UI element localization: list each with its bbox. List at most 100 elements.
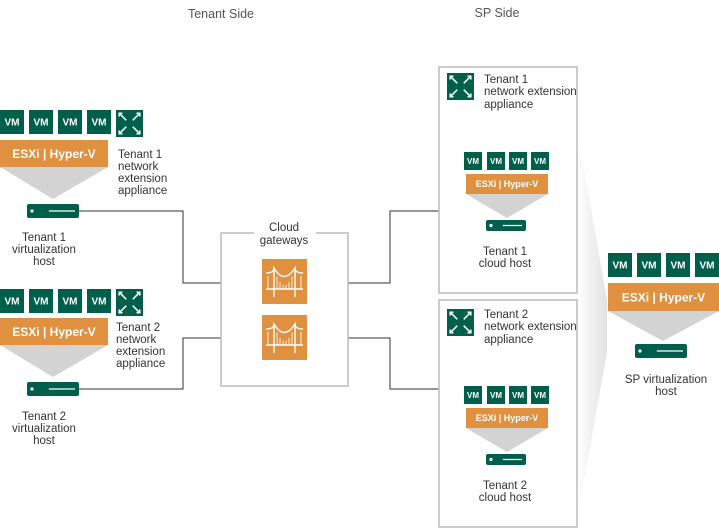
esxi-hyper-v-bar: ESXi | Hyper-V [466, 408, 548, 428]
vm-icon: VM [87, 110, 111, 134]
sp-host-vm-row: VM VM VM VM [608, 253, 719, 277]
server-icon [486, 220, 526, 231]
vm-label: VM [490, 391, 502, 400]
tenant1-host-group: VM VM VM VM ESXi | Hyper-V Tenant 1 netw… [0, 110, 167, 268]
network-extension-icon [116, 110, 143, 137]
vm-label: VM [512, 391, 524, 400]
vm-icon: VM [637, 253, 661, 277]
server-icon [27, 204, 79, 218]
tenant2-funnel [0, 345, 108, 377]
tenant2-appliance-label-line3: extension [116, 346, 165, 358]
vm-label: VM [700, 261, 715, 272]
vm-label: VM [467, 157, 479, 166]
sp-tenant1-cloud-host: Tenant 1 network extension appliance VM … [438, 66, 578, 294]
vm-icon: VM [487, 152, 505, 170]
vm-icon: VM [464, 152, 482, 170]
tenant1-appliance-label-line4: appliance [118, 185, 167, 197]
vm-label: VM [490, 157, 502, 166]
sp-tenant1-host-label-line1: Tenant 1 [483, 246, 527, 258]
esxi-hyper-v-bar: ESXi | Hyper-V [466, 174, 548, 194]
vm-label: VM [5, 118, 20, 129]
esxi-hyper-v-bar: ESXi | Hyper-V [0, 140, 108, 167]
vm-icon: VM [695, 253, 719, 277]
vm-label: VM [613, 261, 628, 272]
vm-label: VM [467, 391, 479, 400]
sp-host-small-funnel [608, 311, 719, 341]
sp-tenant1-vm-row: VM VM VM VM [464, 152, 549, 170]
vm-label: VM [512, 157, 524, 166]
vm-label: VM [63, 118, 78, 129]
tenant2-host-label-line1: Tenant 2 [22, 411, 66, 423]
tenant2-appliance-label-line4: appliance [116, 358, 165, 370]
server-icon [27, 382, 79, 396]
cloud-gateways-label-line2: gateways [260, 235, 309, 247]
vm-label: VM [534, 157, 546, 166]
sp-tenant2-vm-row: VM VM VM VM [464, 386, 549, 404]
sp-tenant2-appliance-label-line2: network extension [484, 321, 577, 333]
line-gateway-to-sp2 [348, 337, 439, 390]
vm-icon: VM [531, 152, 549, 170]
tenant2-appliance-label-line2: network [116, 334, 157, 346]
vm-icon: VM [0, 110, 24, 134]
tenant1-host-label-line2: virtualization [12, 244, 76, 256]
network-extension-icon [447, 309, 474, 336]
connection-lines [78, 210, 439, 390]
tenant1-host-label-line1: Tenant 1 [22, 232, 66, 244]
sp-host-label-line2: host [655, 386, 678, 398]
sp-tenant2-appliance-label-line3: appliance [484, 334, 533, 346]
bridge-icon [262, 315, 307, 360]
esxi-hyper-v-label: ESXi | Hyper-V [622, 290, 705, 304]
vm-label: VM [671, 261, 686, 272]
esxi-hyper-v-label: ESXi | Hyper-V [12, 147, 95, 161]
vm-icon: VM [0, 289, 24, 313]
sp-tenant1-appliance-label-line3: appliance [484, 99, 533, 111]
sp-tenant2-host-label-line2: cloud host [479, 492, 532, 504]
vm-icon: VM [29, 110, 53, 134]
sp-side-header: SP Side [475, 6, 520, 20]
vm-label: VM [63, 297, 78, 308]
sp-host-label-line1: SP virtualization [625, 374, 707, 386]
vm-label: VM [92, 297, 107, 308]
tenant2-host-label-line3: host [33, 435, 56, 447]
esxi-hyper-v-bar: ESXi | Hyper-V [608, 283, 719, 311]
tenant1-appliance-label-line2: network [118, 161, 159, 173]
vm-icon: VM [531, 386, 549, 404]
tenant1-funnel [0, 167, 108, 199]
vm-icon: VM [509, 386, 527, 404]
esxi-hyper-v-label: ESXi | Hyper-V [12, 325, 95, 339]
vm-icon: VM [608, 253, 632, 277]
bridge-icon [262, 259, 307, 304]
tenant1-appliance-label-line1: Tenant 1 [118, 149, 162, 161]
esxi-hyper-v-bar: ESXi | Hyper-V [0, 318, 108, 345]
tenant2-appliance-label-line1: Tenant 2 [116, 322, 160, 334]
line-tenant2-to-gateway [78, 337, 221, 390]
tenant1-appliance-label-line3: extension [118, 173, 167, 185]
tenant2-vm-row: VM VM VM VM [0, 289, 111, 313]
network-extension-icon [116, 289, 143, 316]
vm-icon: VM [487, 386, 505, 404]
cloud-gateways-box [220, 232, 349, 387]
vm-icon: VM [509, 152, 527, 170]
line-tenant1-to-gateway [78, 210, 221, 284]
vm-label: VM [5, 297, 20, 308]
line-gateway-to-sp1 [348, 210, 439, 284]
vm-icon: VM [464, 386, 482, 404]
cloud-gateways-label-line1: Cloud [269, 222, 299, 234]
cloud-gateways: Cloud gateways [220, 222, 349, 387]
sp-tenant2-appliance-label-line1: Tenant 2 [484, 309, 528, 321]
sp-tenant2-cloud-host: Tenant 2 network extension appliance VM … [438, 299, 578, 528]
vm-label: VM [534, 391, 546, 400]
esxi-hyper-v-label: ESXi | Hyper-V [476, 179, 539, 189]
tenant2-host-label-line2: virtualization [12, 423, 76, 435]
network-extension-icon [447, 73, 474, 100]
sp-tenant1-appliance-label-line2: network extension [484, 86, 577, 98]
vm-icon: VM [87, 289, 111, 313]
sp-host-funnel [577, 130, 607, 520]
sp-tenant2-funnel [466, 428, 548, 452]
vm-label: VM [34, 297, 49, 308]
server-icon [486, 454, 526, 465]
esxi-hyper-v-label: ESXi | Hyper-V [476, 413, 539, 423]
sp-tenant1-appliance-label-line1: Tenant 1 [484, 74, 528, 86]
vm-icon: VM [58, 110, 82, 134]
